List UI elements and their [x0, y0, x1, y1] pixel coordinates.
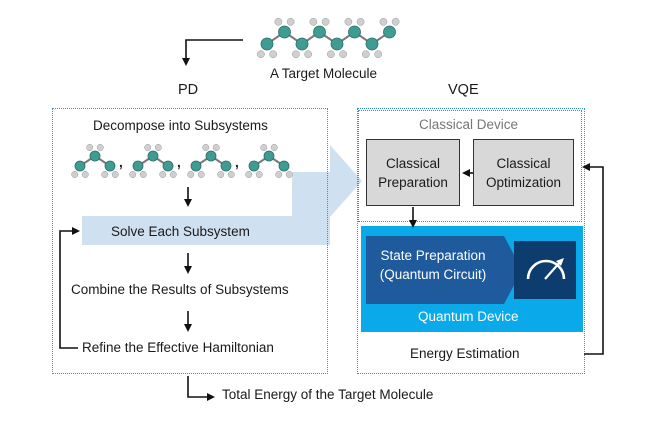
target-molecule-icon — [257, 17, 400, 59]
energy-estimation-label: Energy Estimation — [410, 346, 520, 361]
target-molecule-label: A Target Molecule — [270, 66, 378, 81]
output-label: Total Energy of the Target Molecule — [222, 387, 434, 402]
classical-device-frame — [358, 110, 582, 222]
fragment-separator: , — [119, 155, 123, 170]
refine-label: Refine the Effective Hamiltonian — [82, 340, 274, 355]
molecule-to-pd-arrow — [182, 39, 243, 66]
solve-label: Solve Each Subsystem — [111, 224, 250, 239]
pd-frame — [52, 108, 328, 374]
decompose-label: Decompose into Subsystems — [93, 118, 268, 133]
quantum-device-label: Quantum Device — [418, 309, 519, 324]
state-preparation-label: State Preparation (Quantum Circuit) — [379, 248, 487, 282]
combine-label: Combine the Results of Subsystems — [71, 282, 289, 297]
refine-loop-arrow — [59, 227, 80, 349]
classical-optimization-box: Classical Optimization — [473, 139, 574, 206]
subsystem-fragments-icon — [71, 144, 293, 178]
classical-preparation-box: Classical Preparation — [366, 139, 460, 206]
meter-icon — [514, 241, 576, 299]
classical-device-label: Classical Device — [419, 117, 519, 132]
vqe-frame — [357, 108, 585, 374]
energy-to-optimization-arrow — [582, 163, 604, 355]
vqe-title: VQE — [448, 82, 479, 98]
pd-title: PD — [178, 82, 199, 98]
state-preparation-shape — [366, 236, 522, 304]
pd-to-output-arrow — [187, 376, 215, 401]
fragment-separator: , — [177, 155, 181, 170]
fragment-separator: , — [235, 155, 239, 170]
